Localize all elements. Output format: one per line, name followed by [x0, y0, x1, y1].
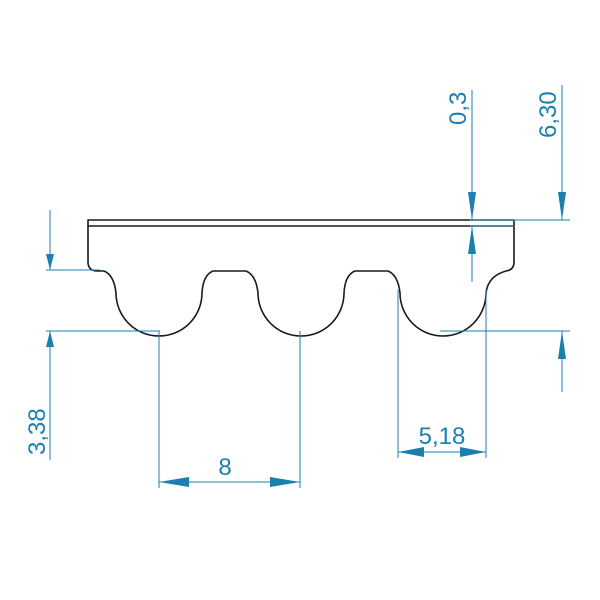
- arrow-left: [159, 477, 189, 487]
- dimension-tooth-width: 5,18: [397, 290, 487, 458]
- dimension-pitch: 8: [158, 331, 301, 488]
- arrow-right: [270, 477, 300, 487]
- arrow-down: [558, 192, 566, 220]
- arrow-left: [398, 447, 424, 457]
- backing-layer-label: 0,3: [445, 92, 472, 125]
- arrow-up: [468, 226, 476, 254]
- arrow-down: [46, 254, 54, 270]
- belt-outline: [87, 219, 515, 337]
- arrow-up: [46, 331, 54, 347]
- dimension-total-height: 6,30: [440, 85, 570, 392]
- arrow-down: [468, 192, 476, 220]
- total-height-label: 6,30: [535, 91, 562, 138]
- dimension-tooth-height: 3,38: [24, 210, 160, 460]
- dimension-backing-layer: 0,3: [445, 90, 570, 282]
- arrow-up: [558, 331, 566, 359]
- belt-profile: [87, 219, 515, 337]
- arrow-right: [460, 447, 486, 457]
- tooth-height-label: 3,38: [24, 408, 51, 455]
- tooth-width-label: 5,18: [419, 423, 466, 450]
- pitch-label: 8: [218, 454, 231, 481]
